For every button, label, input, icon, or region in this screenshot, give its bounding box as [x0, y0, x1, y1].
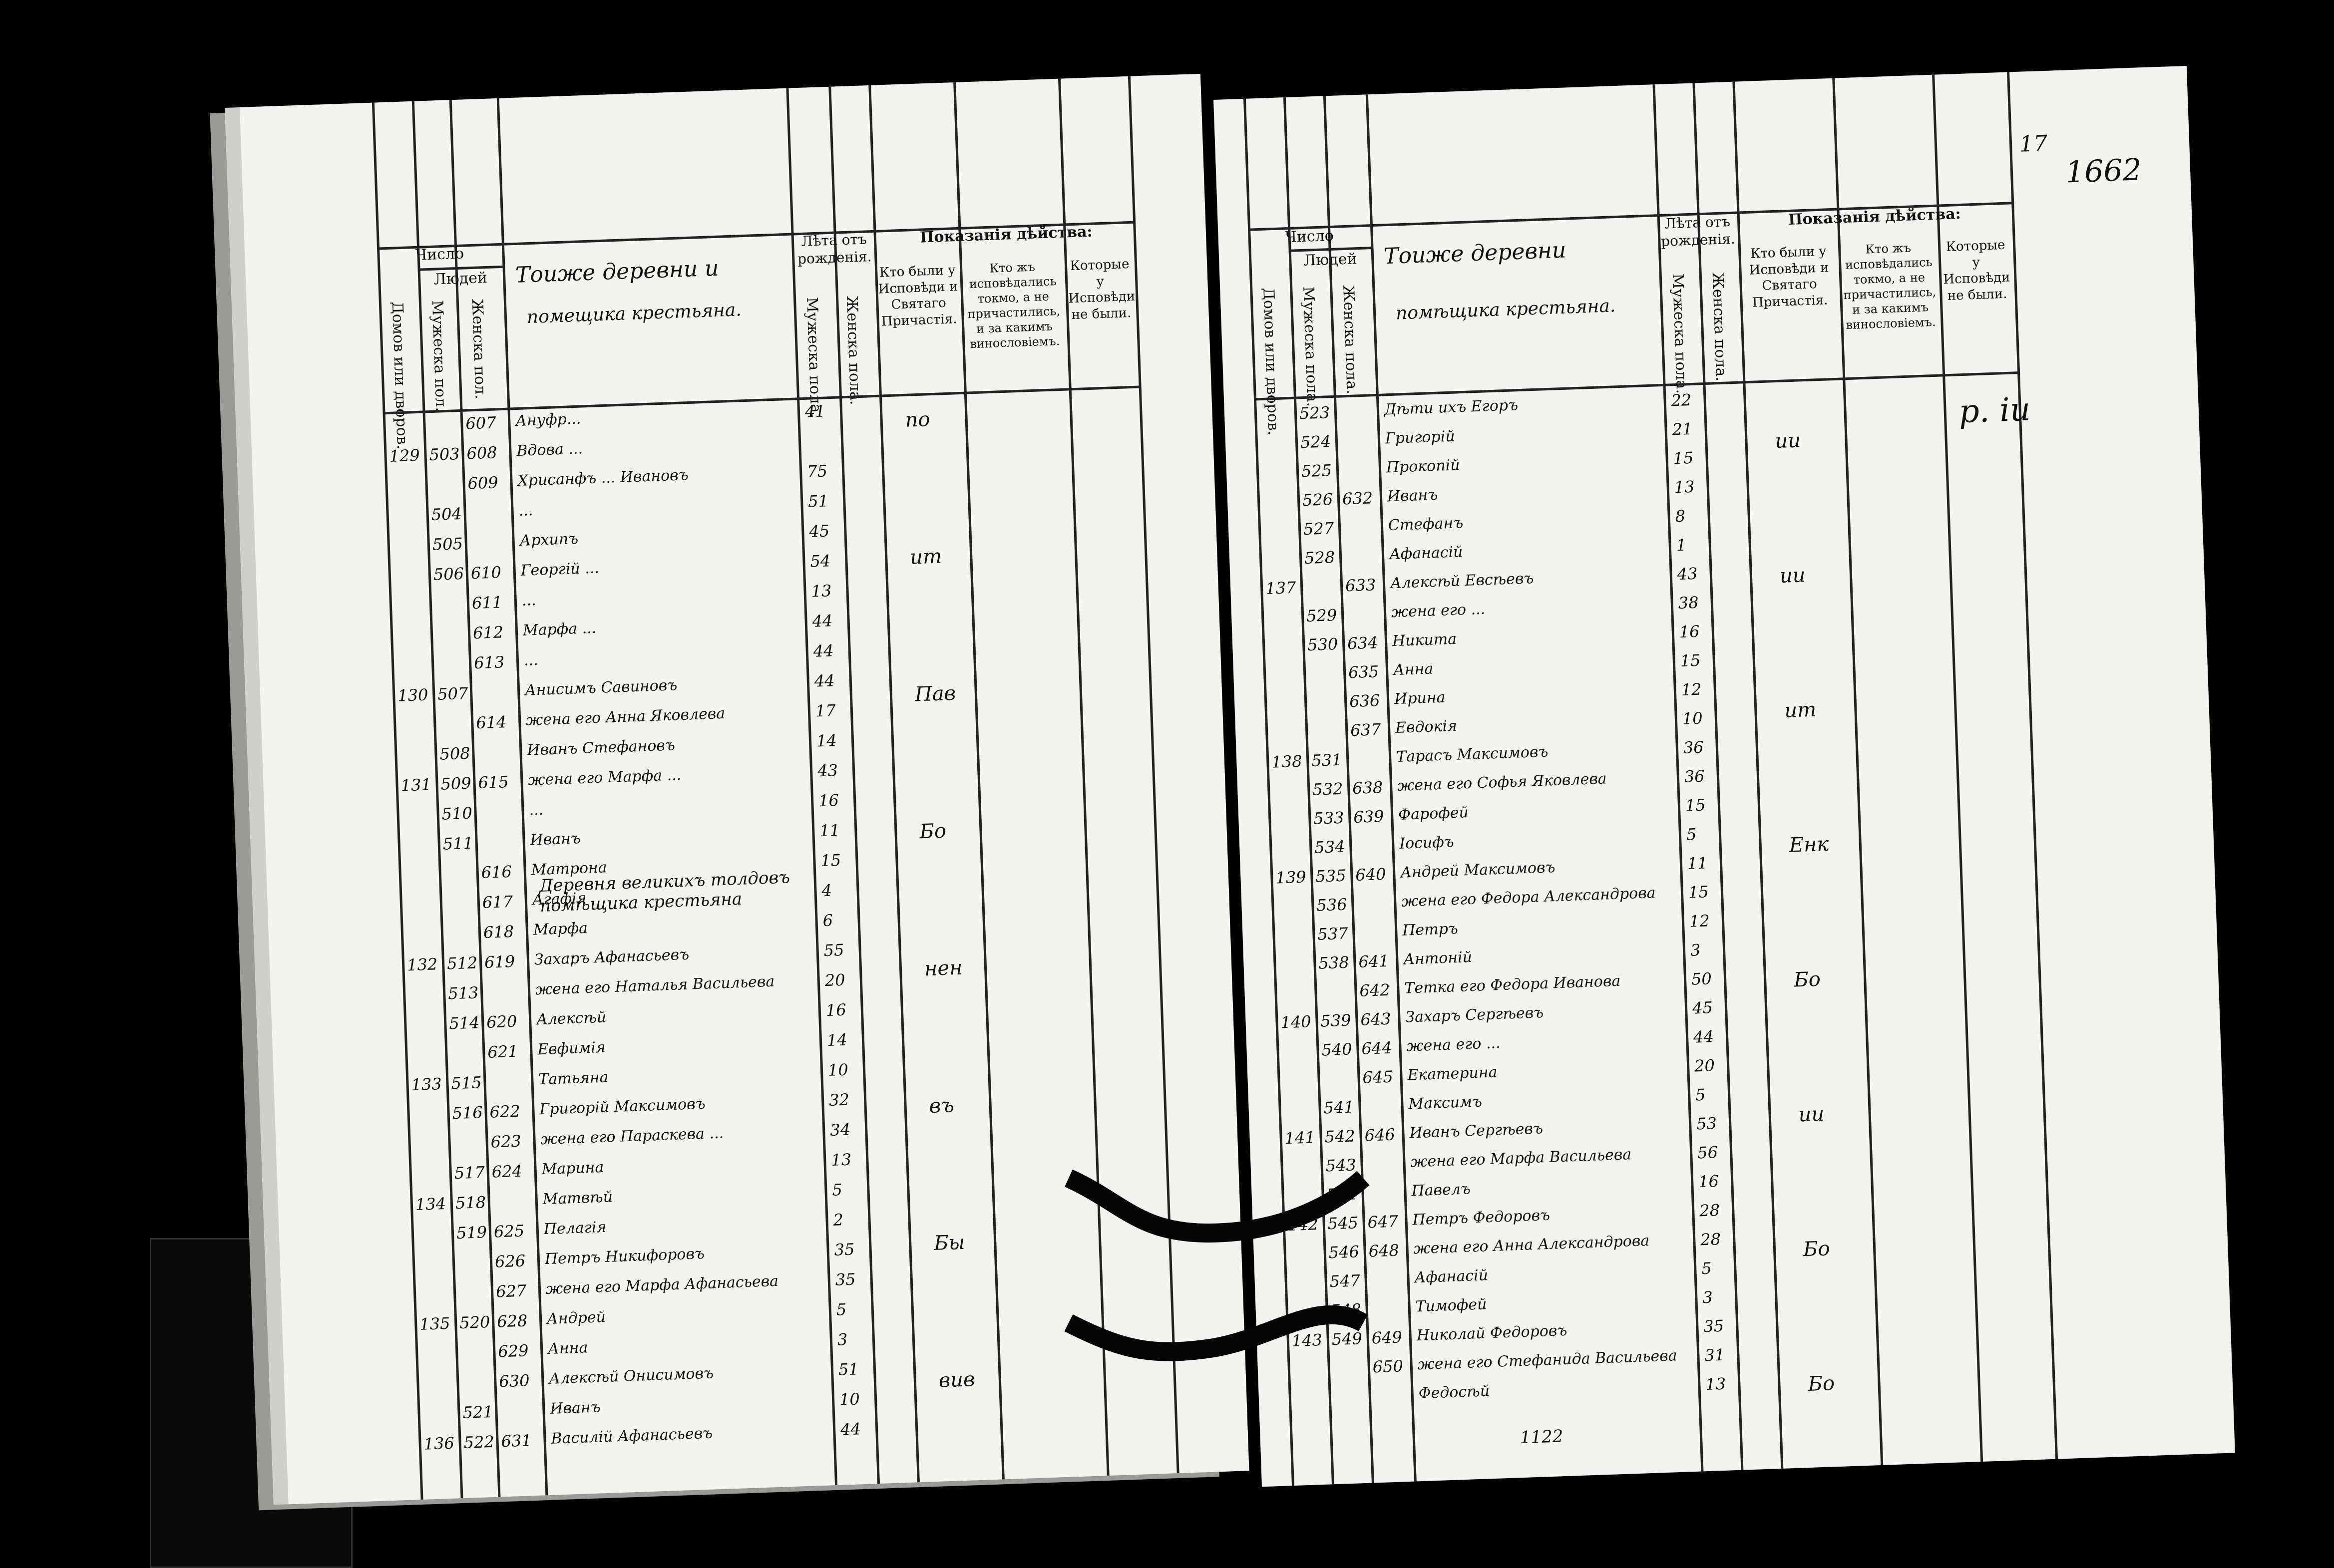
cord-upper	[1065, 1169, 1370, 1243]
cord-lower	[1064, 1305, 1368, 1361]
